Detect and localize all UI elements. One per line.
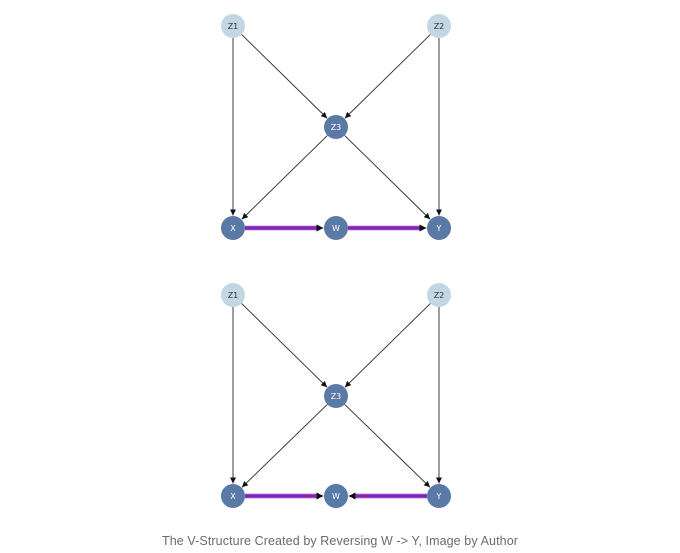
node-z2 xyxy=(427,14,451,38)
node-z3 xyxy=(324,115,348,139)
node-z3 xyxy=(324,384,348,408)
edge-z3-to-x xyxy=(241,404,328,488)
node-label-x: X xyxy=(230,224,236,233)
node-label-z3: Z3 xyxy=(331,123,342,132)
node-label-z1: Z1 xyxy=(228,291,239,300)
edge-z3-to-y xyxy=(344,404,431,488)
edge-z1-to-z3 xyxy=(241,303,328,388)
edge-z1-to-z3 xyxy=(241,34,328,119)
node-label-x: X xyxy=(230,492,236,501)
node-y xyxy=(427,216,451,240)
edge-z3-to-x xyxy=(241,135,328,220)
node-label-z2: Z2 xyxy=(434,22,445,31)
node-z2 xyxy=(427,283,451,307)
node-label-z1: Z1 xyxy=(228,22,239,31)
node-x xyxy=(221,216,245,240)
node-label-w: W xyxy=(332,492,340,501)
edge-z3-to-y xyxy=(344,135,431,220)
node-z1 xyxy=(221,283,245,307)
edge-z2-to-z3 xyxy=(344,303,431,388)
node-label-w: W xyxy=(332,224,340,233)
node-y xyxy=(427,484,451,508)
node-label-y: Y xyxy=(436,492,442,501)
node-label-z2: Z2 xyxy=(434,291,445,300)
figure-caption: The V-Structure Created by Reversing W -… xyxy=(161,534,519,548)
node-x xyxy=(221,484,245,508)
node-label-z3: Z3 xyxy=(331,392,342,401)
node-z1 xyxy=(221,14,245,38)
node-w xyxy=(324,484,348,508)
node-w xyxy=(324,216,348,240)
node-label-y: Y xyxy=(436,224,442,233)
edge-z2-to-z3 xyxy=(344,34,431,119)
